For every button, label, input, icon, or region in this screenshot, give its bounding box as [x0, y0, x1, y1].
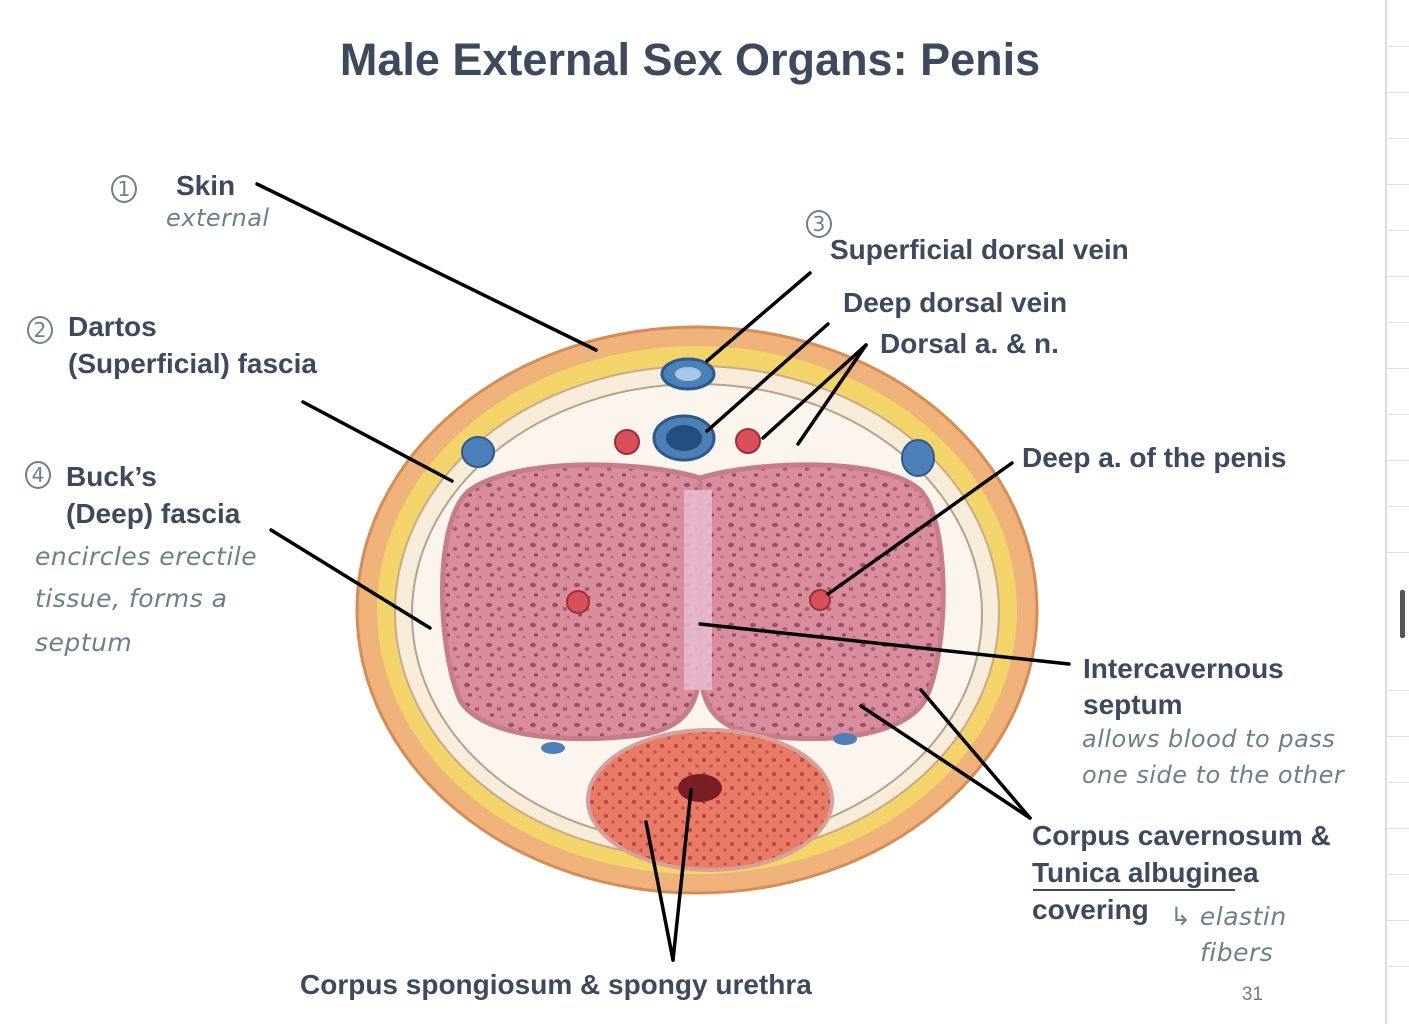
leader-deep-artery [826, 461, 1014, 596]
label-bucks-line-1: Buck’s [66, 461, 157, 492]
lateral-vein-left [461, 436, 495, 468]
leader-dorsal-an-2 [796, 343, 868, 446]
label-dartos-line-1: Dartos [68, 311, 157, 342]
label-skin: Skin [176, 170, 236, 201]
spongy-urethra [678, 774, 722, 802]
label-superficial-dorsal-vein: Superficial dorsal vein [830, 234, 1129, 265]
leader-bucks [269, 528, 432, 630]
ruled-line [1387, 506, 1409, 507]
label-septum-line-2: septum [1083, 689, 1183, 720]
leader-skin [255, 182, 598, 352]
note-bucks-line-3: septum [35, 628, 133, 657]
ruled-line [1387, 460, 1409, 461]
leader-septum [698, 622, 1071, 666]
ruled-line [1387, 414, 1409, 415]
ruled-line [1387, 920, 1409, 921]
note-bucks-line-2: tissue, forms a [35, 584, 228, 613]
dorsal-artery-right [735, 428, 761, 454]
notebook-margin-line [1385, 0, 1387, 1024]
annotation-number-4: 4 [25, 461, 51, 489]
ruled-line [1387, 322, 1409, 323]
intercavernous-septum-band [684, 490, 712, 690]
scrollbar-thumb[interactable] [1400, 590, 1405, 638]
label-cavernosum-line-3: covering [1032, 894, 1149, 925]
leader-cavernosum-1 [859, 704, 1032, 820]
leader-deep-dorsal-vein [705, 322, 830, 433]
ruled-line [1387, 690, 1409, 691]
label-cavernosum-line-2: Tunica albuginea [1032, 857, 1259, 888]
ruled-line [1387, 782, 1409, 783]
label-deep-dorsal-vein: Deep dorsal vein [843, 287, 1068, 318]
label-septum-line-1: Intercavernous [1083, 653, 1284, 684]
ruled-line [1387, 828, 1409, 829]
ruled-line [1387, 552, 1409, 553]
ruled-line [1387, 184, 1409, 185]
cross-section [355, 325, 1039, 895]
tunica-underline [1033, 889, 1235, 891]
note-bucks-line-1: encircles erectile [35, 542, 258, 571]
label-dartos-line-2: (Superficial) fascia [68, 348, 317, 379]
lateral-vein-right [901, 439, 935, 477]
ventral-vein-left [541, 742, 565, 754]
leader-dartos [301, 400, 454, 483]
leader-cavernosum-2 [919, 688, 1032, 820]
slide-title: Male External Sex Organs: Penis [339, 34, 1041, 85]
note-skin: external [166, 204, 270, 232]
deep-artery-right [809, 589, 831, 611]
leader-spongiosum-2 [671, 788, 693, 962]
label-deep-artery: Deep a. of the penis [1022, 442, 1287, 473]
note-cavernosum-line-2: fibers [1200, 938, 1274, 967]
label-cavernosum-line-1: Corpus cavernosum & [1032, 820, 1331, 851]
deep-artery-left [566, 590, 590, 614]
note-septum-line-2: one side to the other [1082, 761, 1345, 789]
page-number: 31 [1241, 984, 1263, 1005]
label-dorsal-artery-nerve: Dorsal a. & n. [880, 328, 1059, 359]
ruled-line [1387, 368, 1409, 369]
ventral-vein-right [833, 733, 857, 745]
ruled-line [1387, 230, 1409, 231]
label-bucks-line-2: (Deep) fascia [66, 498, 241, 529]
dorsal-artery-left [614, 429, 640, 455]
ruled-line [1387, 138, 1409, 139]
ruled-line [1387, 276, 1409, 277]
annotation-number-1: 1 [111, 175, 137, 203]
ruled-line [1387, 46, 1409, 47]
note-cavernosum-line-1: ↳ elastin [1170, 902, 1287, 931]
annotation-number-3: 3 [806, 210, 832, 238]
leader-dorsal-an-1 [761, 343, 868, 440]
leader-spongiosum-1 [644, 820, 675, 962]
ruled-line [1387, 92, 1409, 93]
leader-lines [255, 182, 1071, 962]
ruled-line [1387, 966, 1409, 967]
annotation-number-2: 2 [27, 316, 53, 344]
leader-superficial-dorsal-vein [705, 271, 812, 363]
ruled-line [1387, 874, 1409, 875]
label-spongiosum: Corpus spongiosum & spongy urethra [300, 969, 812, 1000]
note-septum-line-1: allows blood to pass [1082, 725, 1336, 753]
ruled-line [1387, 736, 1409, 737]
